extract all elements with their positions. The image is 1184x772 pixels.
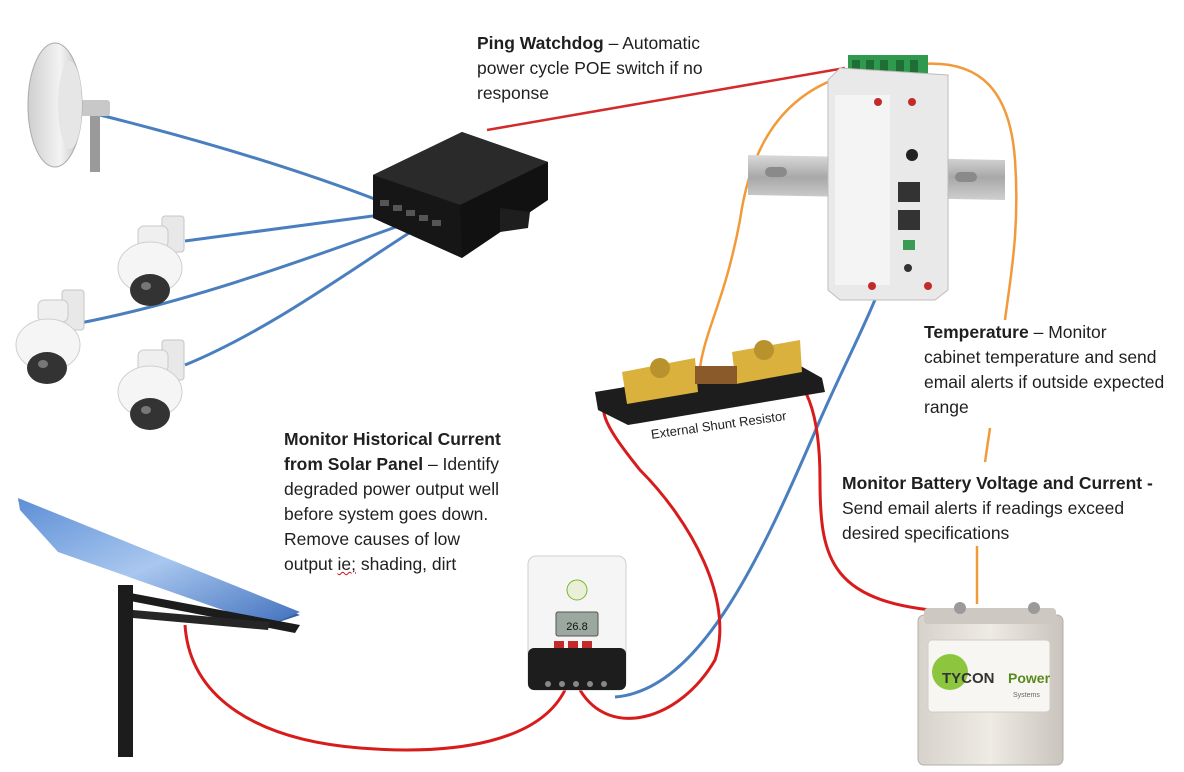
charge-controller: 26.8 bbox=[527, 555, 627, 691]
temperature-line-4: range bbox=[924, 397, 969, 417]
ping-watchdog-title: Ping Watchdog bbox=[477, 33, 604, 53]
dish-antenna bbox=[27, 42, 110, 172]
cable-dish bbox=[99, 113, 386, 205]
solar-current-note: Monitor Historical Current from Solar Pa… bbox=[284, 427, 501, 577]
temperature-line-3: email alerts if outside expected bbox=[924, 372, 1165, 392]
battery-monitor-title: Monitor Battery Voltage and Current - bbox=[842, 473, 1153, 493]
cable-camera-1 bbox=[184, 211, 396, 243]
cable-camera-3 bbox=[184, 224, 421, 367]
solar-title-2: from Solar Panel bbox=[284, 454, 424, 474]
temperature-sensor-wires bbox=[698, 62, 1018, 604]
camera-2 bbox=[15, 289, 85, 384]
solar-line-5: output ie; shading, dirt bbox=[284, 554, 457, 574]
temperature-line-1: – Monitor bbox=[1033, 322, 1107, 342]
solar-title-1: Monitor Historical Current bbox=[284, 429, 501, 449]
temperature-line-2: cabinet temperature and send bbox=[924, 347, 1157, 367]
temperature-note: Temperature – Monitor cabinet temperatur… bbox=[924, 320, 1184, 420]
cable-controller-to-gateway bbox=[614, 237, 897, 699]
cable-camera-2 bbox=[79, 220, 411, 325]
solar-line-3: before system goes down. bbox=[284, 504, 489, 524]
ping-watchdog-line-2: power cycle POE switch if no bbox=[477, 58, 703, 78]
poe-switch bbox=[373, 132, 548, 258]
battery-monitor-note: Monitor Battery Voltage and Current - Se… bbox=[842, 471, 1184, 546]
battery: TYCON Power Systems bbox=[917, 602, 1064, 766]
shunt-resistor bbox=[595, 340, 825, 425]
battery-monitor-line-1: Send email alerts if readings exceed bbox=[842, 498, 1125, 518]
battery-monitor-line-2: desired specifications bbox=[842, 523, 1010, 543]
ping-watchdog-device bbox=[827, 55, 949, 301]
ping-watchdog-line-1: – Automatic bbox=[608, 33, 701, 53]
solar-line-2: degraded power output well bbox=[284, 479, 500, 499]
battery-brand-word: Power bbox=[1008, 670, 1051, 686]
ping-watchdog-line-3: response bbox=[477, 83, 549, 103]
solar-line-1: – Identify bbox=[427, 454, 499, 474]
ping-watchdog-note: Ping Watchdog – Automatic power cycle PO… bbox=[477, 31, 703, 106]
battery-brand-name: TYCON bbox=[942, 670, 995, 687]
battery-brand-sub: Systems bbox=[1013, 692, 1040, 699]
solar-line-4: Remove causes of low bbox=[284, 529, 461, 549]
spellcheck-flagged-word: ie; bbox=[337, 554, 357, 574]
temperature-title: Temperature bbox=[924, 322, 1029, 342]
solar-panel bbox=[18, 498, 300, 757]
ping-watchdog-line bbox=[486, 66, 846, 132]
camera-1 bbox=[117, 215, 185, 306]
camera-3 bbox=[117, 339, 185, 430]
controller-display-value: 26.8 bbox=[566, 621, 587, 633]
